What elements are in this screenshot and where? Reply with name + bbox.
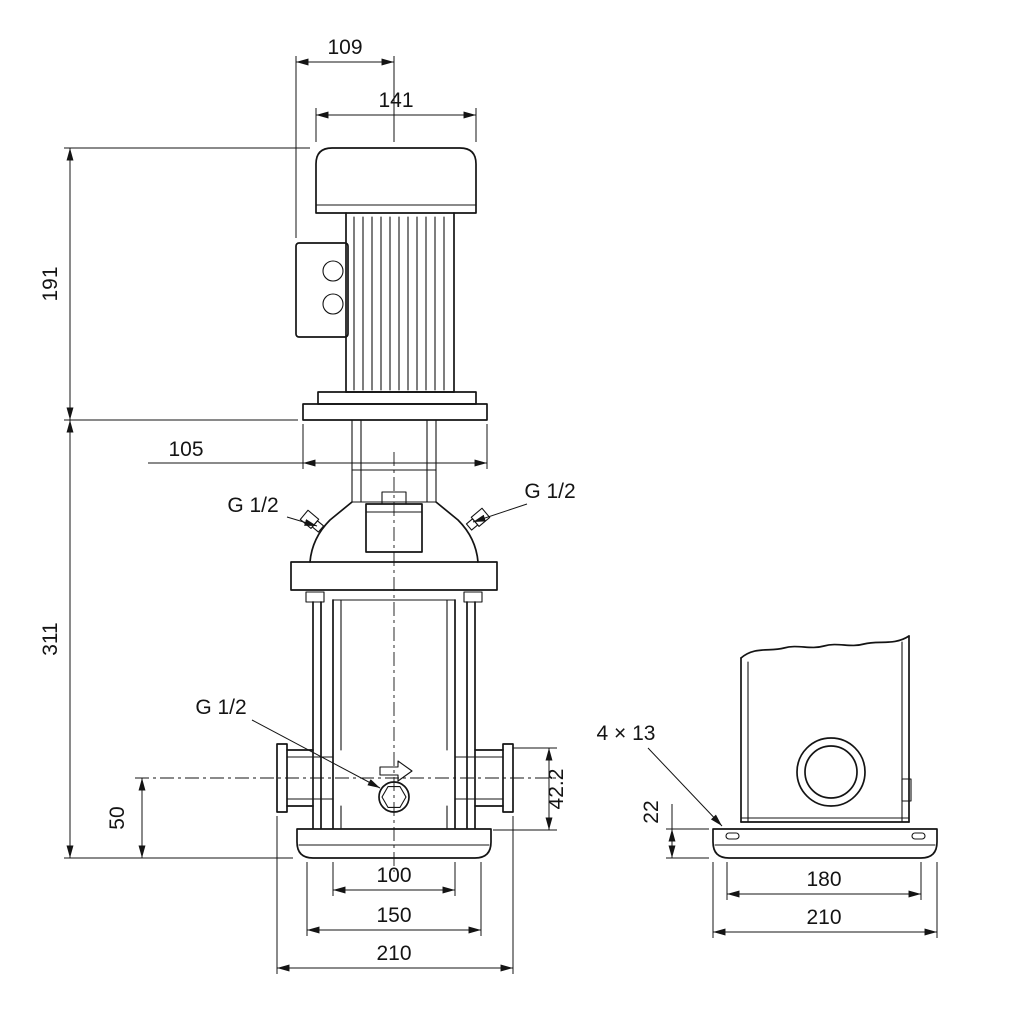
break-line bbox=[740, 635, 910, 659]
pump-head bbox=[290, 501, 498, 603]
dim-210-side: 210 bbox=[712, 862, 938, 938]
label-holes: 4 × 13 bbox=[597, 722, 723, 827]
dim-109: 109 bbox=[295, 36, 395, 238]
holes-label: 4 × 13 bbox=[597, 722, 656, 745]
staybolt-nut-left bbox=[305, 591, 325, 603]
side-base bbox=[712, 828, 938, 859]
pump-sleeve bbox=[312, 599, 476, 829]
motor-flange bbox=[302, 391, 488, 421]
side-sleeve bbox=[740, 635, 912, 823]
g12-drain-label: G 1/2 bbox=[195, 696, 246, 719]
cable-entry-hole bbox=[322, 293, 344, 315]
side-view bbox=[712, 635, 938, 859]
motor-fan-cover bbox=[315, 147, 477, 214]
coupling bbox=[365, 503, 423, 553]
cable-entry-hole bbox=[322, 260, 344, 282]
side-tab bbox=[901, 778, 912, 802]
dim-105-label: 105 bbox=[168, 438, 203, 461]
dim-180-label: 180 bbox=[806, 868, 841, 891]
pump-base bbox=[296, 828, 492, 859]
dim-150-label: 150 bbox=[376, 904, 411, 927]
dim-180: 180 bbox=[726, 862, 922, 900]
dim-22-label: 22 bbox=[640, 800, 663, 823]
centerlines bbox=[135, 452, 560, 872]
dimensions-side: 4 × 13 22 180 210 bbox=[597, 722, 938, 938]
label-g12-drain: G 1/2 bbox=[195, 696, 381, 789]
side-port bbox=[796, 737, 866, 807]
port-left bbox=[276, 743, 334, 813]
drain-plug bbox=[378, 760, 413, 813]
dim-100-label: 100 bbox=[376, 864, 411, 887]
dim-109-label: 109 bbox=[327, 36, 362, 59]
label-g12-left: G 1/2 bbox=[227, 494, 318, 527]
dim-50: 50 bbox=[106, 778, 146, 858]
dim-100: 100 bbox=[332, 862, 456, 896]
g12-right-label: G 1/2 bbox=[524, 480, 575, 503]
base-bolt-hole bbox=[725, 832, 740, 840]
dim-150: 150 bbox=[306, 862, 482, 936]
flow-arrow-icon bbox=[379, 760, 413, 782]
base-bolt-hole bbox=[911, 832, 926, 840]
dim-42: 42.2 bbox=[493, 747, 568, 831]
front-view bbox=[135, 147, 560, 872]
g12-left-label: G 1/2 bbox=[227, 494, 278, 517]
dim-141: 141 bbox=[315, 89, 477, 142]
dim-50-label: 50 bbox=[106, 806, 129, 829]
staybolt-nut-right bbox=[463, 591, 483, 603]
dim-141-label: 141 bbox=[378, 89, 413, 112]
motor-fins bbox=[353, 216, 445, 391]
dim-191: 191 bbox=[39, 147, 310, 421]
dimensions-front: 109 141 191 311 105 G 1/2 bbox=[39, 36, 576, 974]
dim-105: 105 bbox=[148, 424, 488, 469]
dim-311-label: 311 bbox=[39, 622, 62, 655]
terminal-box bbox=[295, 242, 349, 338]
vent-plug-right bbox=[465, 507, 491, 531]
motor-body bbox=[345, 212, 455, 393]
dim-42-label: 42.2 bbox=[545, 769, 568, 810]
dim-22: 22 bbox=[640, 800, 709, 859]
port-right bbox=[454, 743, 514, 813]
dim-191-label: 191 bbox=[39, 266, 62, 301]
dim-210-front: 210 bbox=[276, 816, 514, 974]
label-g12-right: G 1/2 bbox=[472, 480, 576, 523]
dim-210-front-label: 210 bbox=[376, 942, 411, 965]
dim-311: 311 bbox=[39, 420, 293, 859]
dim-210-side-label: 210 bbox=[806, 906, 841, 929]
head-flange bbox=[290, 561, 498, 591]
